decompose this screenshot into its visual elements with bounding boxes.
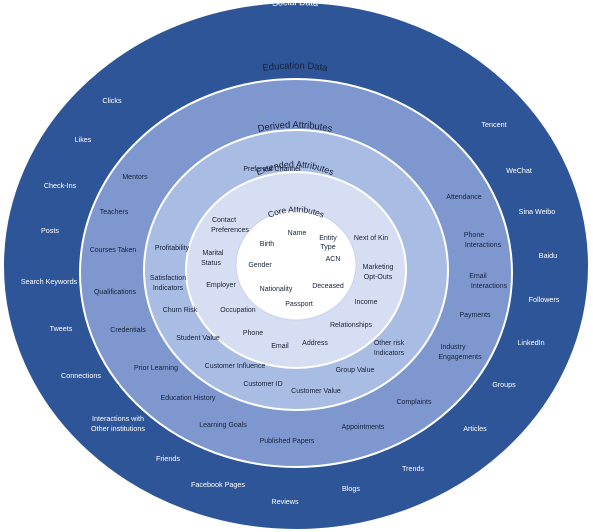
- derived-item: Churn Risk: [163, 307, 198, 314]
- education-item: Complaints: [396, 399, 432, 406]
- core-item: Birth: [260, 241, 275, 248]
- extended-item: Employer: [206, 282, 236, 289]
- extended-item: Status: [201, 260, 221, 267]
- education-item: Phone: [464, 232, 484, 239]
- education-item: Payments: [459, 312, 491, 319]
- core-attributes-title: Core Attributes: [266, 204, 325, 220]
- social-item: Interactions with: [92, 414, 144, 423]
- derived-item: Student Value: [176, 335, 220, 342]
- core-item: ACN: [326, 256, 341, 263]
- social-item: Other institutions: [91, 424, 145, 433]
- social-item: Blogs: [342, 484, 360, 493]
- social-item: Friends: [156, 454, 180, 463]
- education-item: Industry: [441, 344, 466, 351]
- core-item: Type: [320, 244, 335, 251]
- social-item: WeChat: [506, 166, 532, 175]
- education-items: Mentors Teachers Attendance Courses Take…: [90, 174, 508, 445]
- education-item: Learning Goals: [199, 422, 247, 429]
- education-item: Interactions: [465, 242, 502, 249]
- extended-item: Email: [271, 343, 289, 350]
- social-item: Likes: [75, 135, 92, 144]
- social-items: Clicks Tencent Likes WeChat Check-Ins Si…: [21, 96, 560, 506]
- education-item: Prior Learning: [134, 365, 178, 372]
- education-item: Published Papers: [260, 438, 315, 445]
- core-item: Gender: [248, 262, 272, 269]
- social-item: Reviews: [271, 497, 299, 506]
- education-item: Mentors: [122, 174, 148, 181]
- core-items: Name Birth Entity Type Gender ACN Nation…: [248, 230, 344, 308]
- social-item: Groups: [492, 380, 516, 389]
- social-item: Check-Ins: [44, 181, 77, 190]
- social-data-title: Social Data: [272, 0, 319, 8]
- education-item: Attendance: [446, 194, 482, 201]
- social-item: Clicks: [102, 96, 122, 105]
- social-item: Sina Weibo: [519, 207, 556, 216]
- core-attributes-ring: [235, 209, 357, 321]
- derived-item: Indicators: [153, 285, 184, 292]
- derived-item: Indicators: [374, 350, 405, 357]
- derived-item: Customer Value: [291, 388, 341, 395]
- derived-item: Customer Influence: [205, 363, 266, 370]
- derived-items: Preferred Channel Profitability Satisfac…: [150, 166, 405, 395]
- social-item: Tweets: [50, 324, 73, 333]
- derived-item: Relationships: [330, 322, 373, 329]
- extended-item: Marital: [202, 250, 223, 257]
- extended-item: Address: [302, 340, 328, 347]
- derived-item: Other risk: [374, 340, 405, 347]
- education-item: Interactions: [471, 283, 508, 290]
- education-item: Credentials: [110, 327, 146, 334]
- social-item: Facebook Pages: [191, 480, 245, 489]
- extended-item: Phone: [243, 330, 263, 337]
- core-item: Entity: [319, 235, 337, 242]
- social-item: Search Keywords: [21, 277, 78, 286]
- social-item: LinkedIn: [517, 338, 544, 347]
- core-item: Nationality: [260, 286, 293, 293]
- education-item: Courses Taken: [90, 247, 137, 254]
- education-item: Email: [469, 273, 487, 280]
- extended-item: Contact: [212, 217, 236, 224]
- social-item: Trends: [402, 464, 425, 473]
- social-item: Followers: [529, 295, 560, 304]
- derived-item: Next of Kin: [354, 235, 388, 242]
- derived-item: Income: [355, 299, 378, 306]
- core-item: Passport: [285, 301, 313, 308]
- education-item: Appointments: [342, 424, 385, 431]
- social-item: Tencent: [481, 120, 506, 129]
- social-item: Articles: [463, 424, 487, 433]
- education-item: Qualifications: [94, 289, 137, 296]
- derived-item: Preferred Channel: [243, 166, 301, 173]
- social-item: Connections: [61, 371, 101, 380]
- education-item: Engagements: [438, 354, 482, 361]
- derived-item: Marketing: [363, 264, 394, 271]
- education-item: Teachers: [100, 209, 129, 216]
- derived-attributes-title: Derived Attributes: [257, 119, 334, 134]
- core-item: Deceased: [312, 283, 344, 290]
- derived-item: Profitability: [155, 245, 190, 252]
- social-item: Baidu: [539, 251, 557, 260]
- derived-item: Customer ID: [243, 381, 282, 388]
- derived-item: Opt-Outs: [364, 274, 393, 281]
- social-item: Posts: [41, 226, 59, 235]
- derived-item: Group Value: [336, 367, 375, 374]
- derived-item: Satisfaction: [150, 275, 186, 282]
- education-item: Education History: [161, 395, 216, 402]
- extended-items: Contact Preferences Marital Status Emplo…: [201, 217, 328, 350]
- extended-item: Preferences: [211, 227, 249, 234]
- education-data-title: Education Data: [262, 60, 329, 74]
- extended-item: Occupation: [220, 307, 256, 314]
- core-item: Name: [288, 230, 307, 237]
